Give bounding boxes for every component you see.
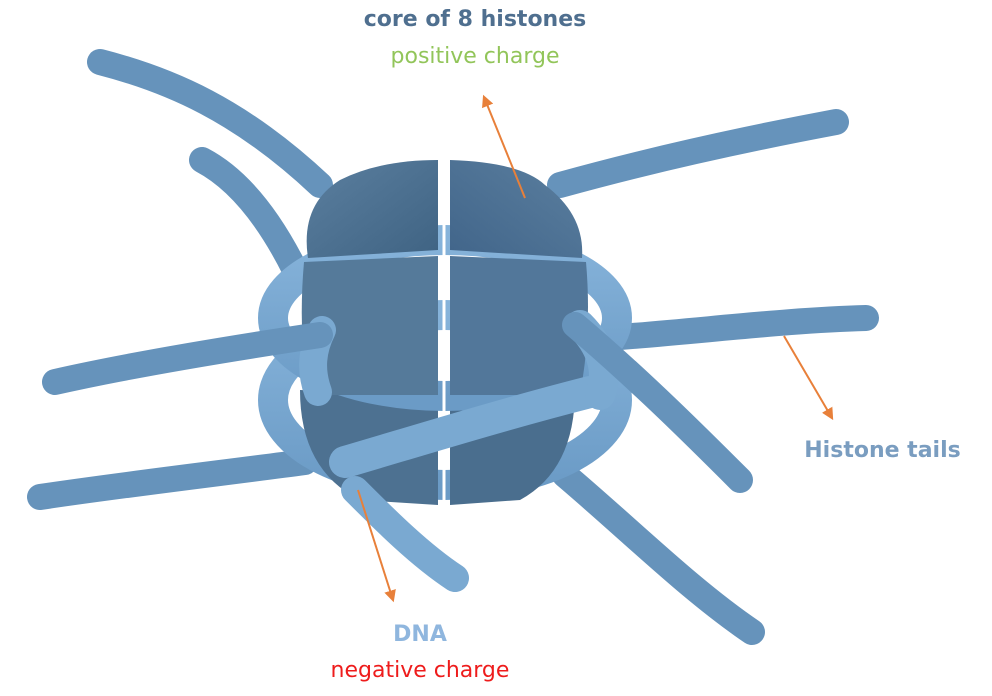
histone-tail (560, 122, 836, 185)
histone-tail (565, 475, 752, 632)
histone-tails-label: Histone tails (790, 438, 975, 463)
histone-tail (620, 318, 866, 337)
histone-tail (40, 462, 305, 497)
tails-arrow (784, 336, 832, 418)
core-charge-label: positive charge (325, 44, 625, 69)
histone-tail (355, 490, 455, 578)
core-title-label: core of 8 histones (325, 7, 625, 32)
dna-label: DNA (360, 622, 480, 647)
histone-tail (202, 160, 295, 270)
dna-charge-label: negative charge (280, 658, 560, 683)
